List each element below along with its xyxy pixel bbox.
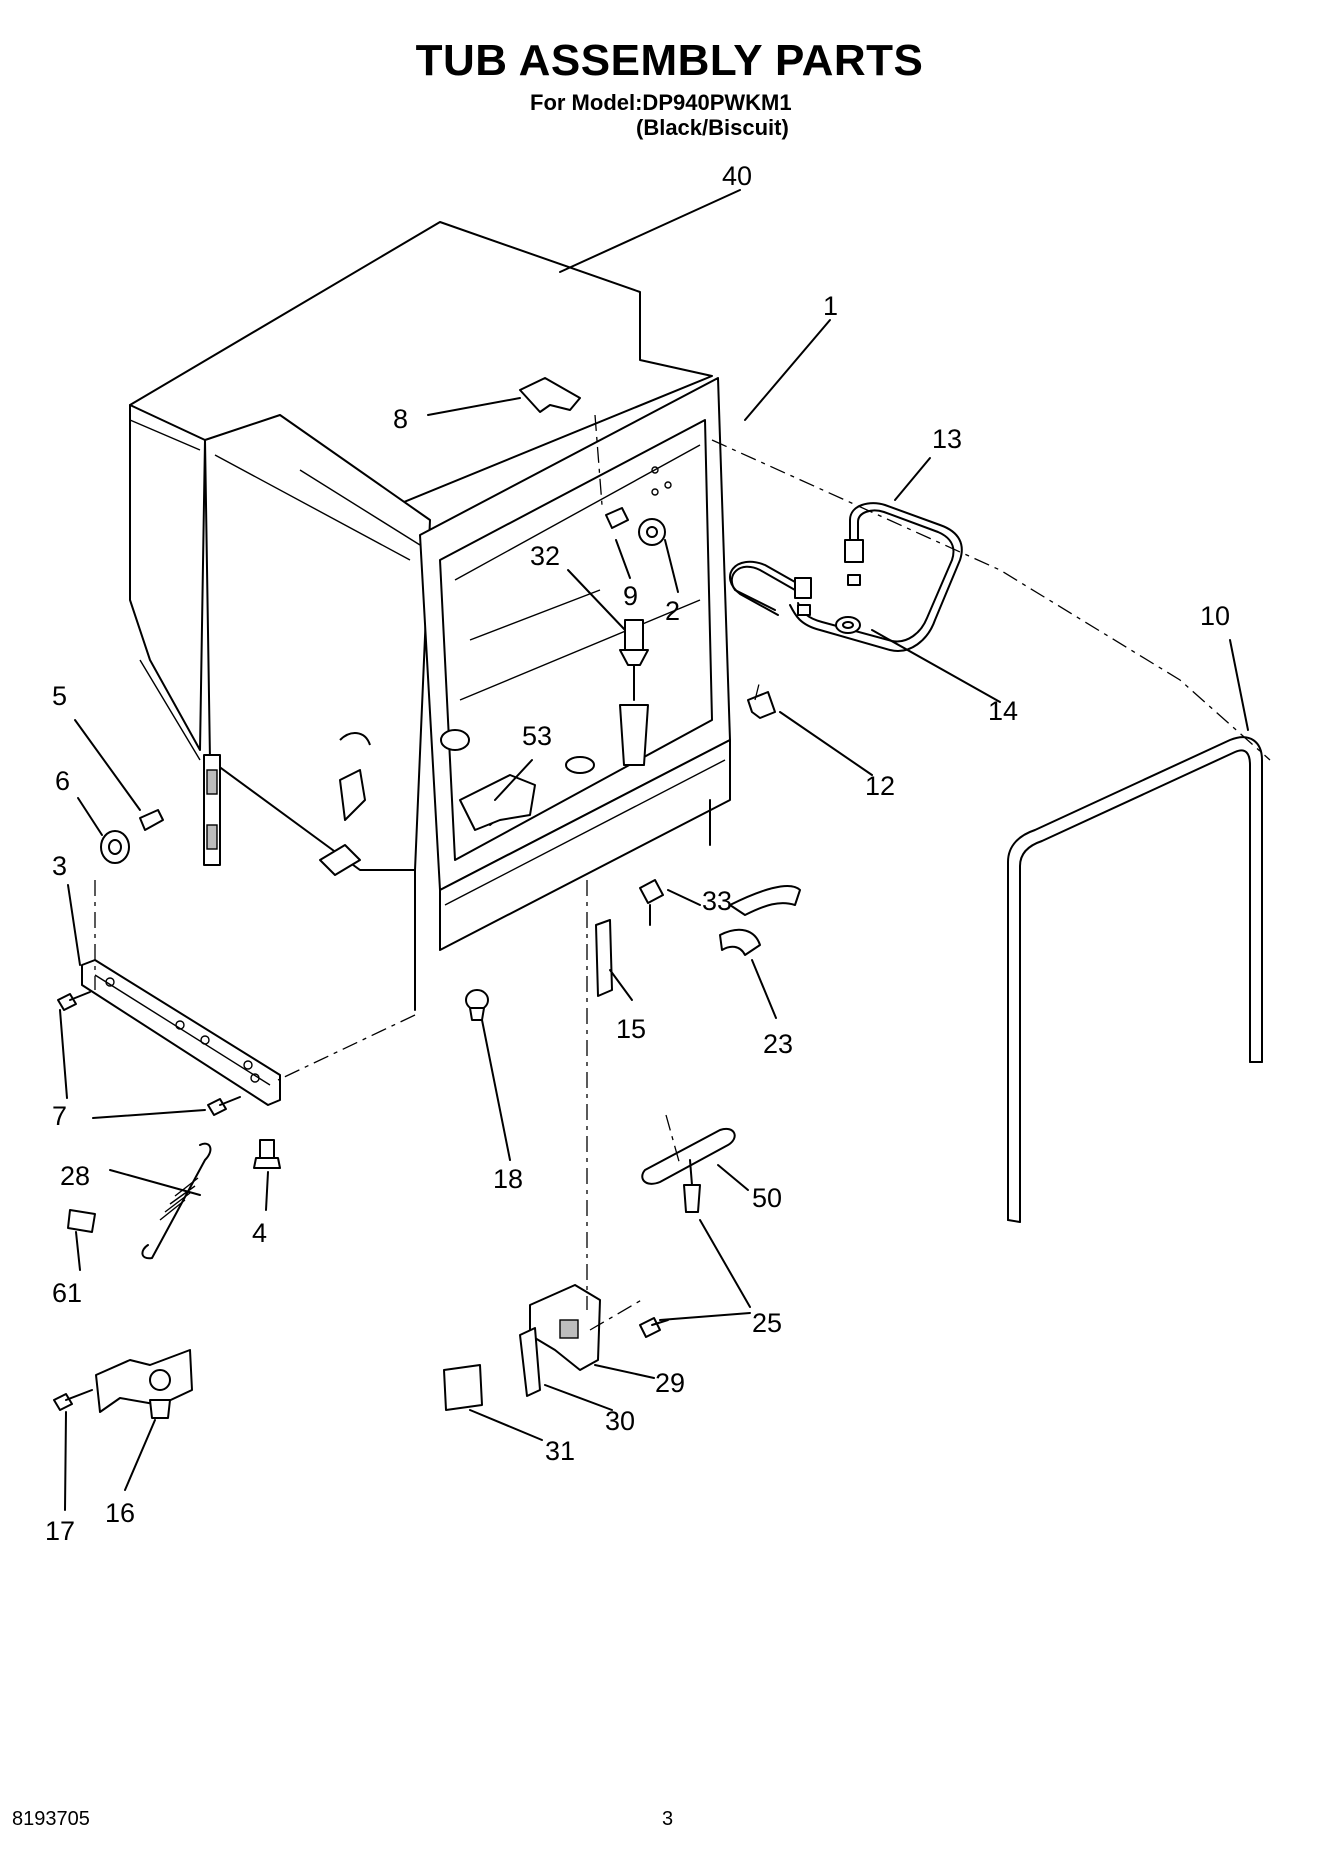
callout-50: 50 (752, 1183, 782, 1213)
callout-13: 13 (932, 424, 962, 454)
callout-labels: 40 1 8 13 32 9 2 10 14 5 53 12 6 3 33 15… (45, 161, 1230, 1546)
callout-7-upper: 7 (52, 1101, 67, 1131)
callout-5: 5 (52, 681, 67, 711)
callout-2: 2 (665, 596, 680, 626)
model-line: For Model:DP940PWKM1 (530, 90, 792, 115)
clamp-drawing (719, 885, 801, 956)
retainer-clip-drawing (747, 691, 776, 719)
callout-29: 29 (655, 1368, 685, 1398)
washer-drawing (100, 830, 130, 864)
callout-1: 1 (823, 291, 838, 321)
callout-9: 9 (623, 581, 638, 611)
leader-lines (59, 189, 1249, 1511)
callout-12: 12 (865, 771, 895, 801)
callout-6: 6 (55, 766, 70, 796)
callout-18: 18 (493, 1164, 523, 1194)
callout-15: 15 (616, 1014, 646, 1044)
callout-23: 23 (763, 1029, 793, 1059)
callout-28: 28 (60, 1161, 90, 1191)
callout-32: 32 (530, 541, 560, 571)
page-number: 3 (662, 1808, 674, 1830)
top-clip-drawing (519, 377, 581, 413)
door-gasket-drawing (1007, 736, 1263, 1223)
callout-14: 14 (988, 696, 1018, 726)
tub-body-drawing (129, 221, 731, 1011)
strap-drawing (639, 1127, 736, 1338)
color-variant: (Black/Biscuit) (636, 115, 789, 140)
callout-33: 33 (702, 886, 732, 916)
callout-30: 30 (605, 1406, 635, 1436)
fastener-drawings (465, 879, 664, 1021)
bracket-drawing (459, 774, 536, 831)
hinge-drawing (95, 1349, 193, 1419)
leveling-bracket-drawing (81, 959, 281, 1106)
clip-drawing (67, 1209, 96, 1233)
screw-drawings (53, 809, 241, 1411)
spring-drawing (141, 1142, 212, 1260)
vent-cap-drawing (605, 466, 672, 546)
callout-17: 17 (45, 1516, 75, 1546)
callout-40: 40 (722, 161, 752, 191)
callout-53: 53 (522, 721, 552, 751)
callout-25: 25 (752, 1308, 782, 1338)
callout-8: 8 (393, 404, 408, 434)
callout-61: 61 (52, 1278, 82, 1308)
fill-hose-drawing (729, 502, 963, 652)
page-title: TUB ASSEMBLY PARTS (415, 36, 924, 85)
float-drawing (619, 619, 649, 766)
alignment-lines (94, 414, 1271, 1331)
callout-31: 31 (545, 1436, 575, 1466)
callout-10: 10 (1200, 601, 1230, 631)
document-number: 8193705 (12, 1808, 90, 1830)
callout-4: 4 (252, 1218, 267, 1248)
callout-16: 16 (105, 1498, 135, 1528)
callout-3: 3 (52, 851, 67, 881)
leveling-foot-drawing (253, 1139, 281, 1169)
latch-drawing (443, 1284, 601, 1411)
